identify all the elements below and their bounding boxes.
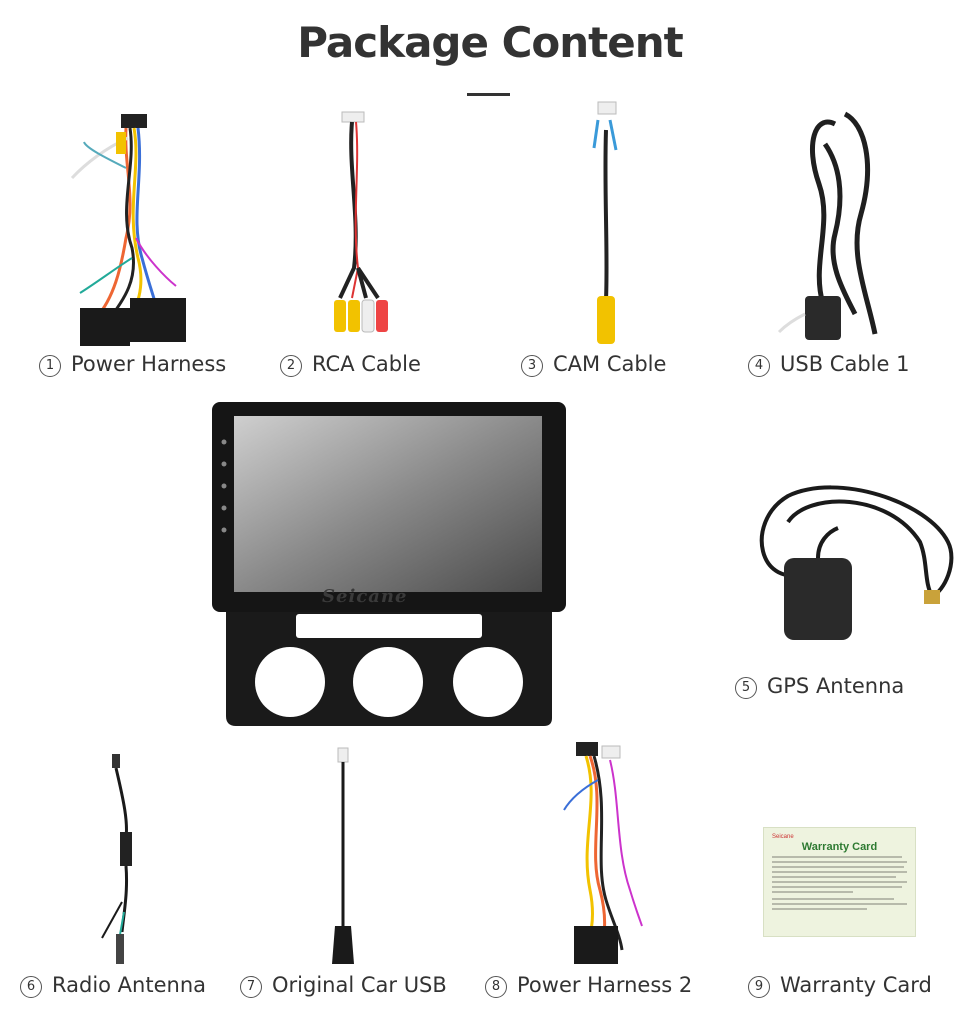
item-number: 6 <box>20 976 42 998</box>
page-title: Package Content <box>297 18 683 67</box>
cam-cable-icon <box>588 100 638 350</box>
radio-antenna-icon <box>94 752 144 972</box>
power-harness-2-icon <box>560 740 650 968</box>
car-usb-icon <box>326 746 362 970</box>
item-number: 5 <box>735 677 757 699</box>
item-number: 7 <box>240 976 262 998</box>
usb-cable-icon <box>775 104 885 344</box>
power-harness-icon <box>66 108 196 350</box>
item-number: 2 <box>280 355 302 377</box>
title-underline <box>467 93 510 96</box>
item-number: 1 <box>39 355 61 377</box>
item-number: 3 <box>521 355 543 377</box>
head-unit-image: Seicane <box>212 402 568 728</box>
head-unit-brand: Seicane <box>322 586 408 607</box>
item-number: 4 <box>748 355 770 377</box>
warranty-card-title: Warranty Card <box>801 841 878 853</box>
gps-antenna-icon <box>748 482 968 642</box>
item-number: 8 <box>485 976 507 998</box>
warranty-card-icon: Seicane Warranty Card <box>763 827 916 937</box>
rca-cable-icon <box>326 108 394 348</box>
warranty-card-brand: Seicane <box>772 834 794 840</box>
item-number: 9 <box>748 976 770 998</box>
